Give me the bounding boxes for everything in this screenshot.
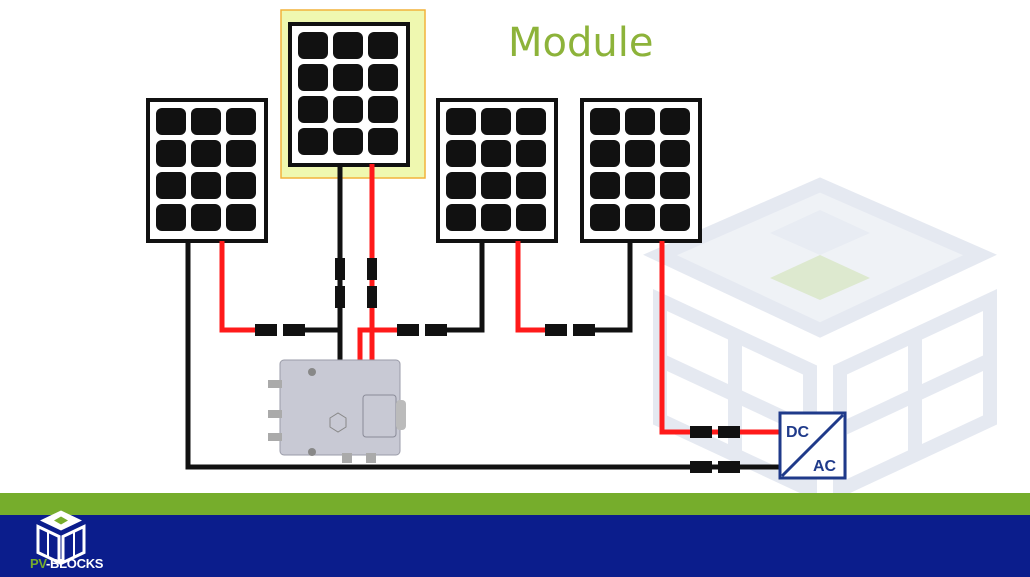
- wire-positive-panel1: [219, 241, 260, 333]
- solar-cell: [660, 172, 690, 199]
- solar-cell: [516, 204, 546, 231]
- pv-blocks-logo-text: PV-BLOCKS: [30, 556, 104, 571]
- solar-cell: [298, 128, 328, 155]
- solar-cell: [156, 204, 186, 231]
- solar-panel-4: [580, 98, 702, 243]
- mc4-connector: [335, 258, 345, 308]
- solar-cell: [156, 140, 186, 167]
- solar-cell: [368, 64, 398, 91]
- wire-negative-panel4: [595, 241, 633, 333]
- mc4-connector: [397, 324, 447, 336]
- solar-cell: [333, 64, 363, 91]
- solar-cell: [446, 172, 476, 199]
- solar-cell: [368, 96, 398, 123]
- watermark-green-tile: [770, 255, 870, 300]
- solar-cell: [590, 172, 620, 199]
- wire-positive-panel4: [659, 241, 780, 435]
- solar-cell: [481, 172, 511, 199]
- wire-link-panel3: [357, 327, 400, 365]
- wire-positive-panel3: [515, 241, 550, 333]
- solar-cell: [226, 140, 256, 167]
- solar-cell: [481, 204, 511, 231]
- solar-cell: [660, 108, 690, 135]
- solar-cell: [298, 32, 328, 59]
- solar-panel-3: [436, 98, 558, 243]
- solar-cell: [333, 128, 363, 155]
- solar-cell: [590, 204, 620, 231]
- solar-cell: [516, 140, 546, 167]
- solar-cell: [191, 108, 221, 135]
- watermark-tile: [770, 210, 870, 255]
- solar-cell: [516, 172, 546, 199]
- solar-cell: [333, 96, 363, 123]
- solar-panel-2: [288, 22, 410, 167]
- solar-cell: [625, 140, 655, 167]
- solar-cell: [298, 64, 328, 91]
- solar-cell: [226, 172, 256, 199]
- mc4-connector: [690, 461, 740, 473]
- solar-cell: [226, 204, 256, 231]
- wire-negative-panel1: [185, 241, 780, 470]
- mc4-connector: [690, 426, 740, 438]
- solar-cell: [660, 204, 690, 231]
- solar-cell: [368, 128, 398, 155]
- footer-green-band: [0, 493, 1030, 515]
- footer-blue-band: [0, 515, 1030, 577]
- solar-cell: [625, 108, 655, 135]
- inverter: DC AC: [778, 411, 847, 480]
- solar-cell: [446, 108, 476, 135]
- solar-cell: [446, 140, 476, 167]
- solar-cell: [481, 108, 511, 135]
- page-title: Module: [508, 20, 654, 66]
- solar-cell: [446, 204, 476, 231]
- wires: [185, 164, 780, 470]
- solar-cell: [156, 108, 186, 135]
- solar-cell: [298, 96, 328, 123]
- solar-cell: [590, 108, 620, 135]
- inverter-dc-label: DC: [786, 424, 810, 441]
- solar-cell: [191, 172, 221, 199]
- mc4-connector: [545, 324, 595, 336]
- pv-blocks-logo-icon: [36, 510, 86, 565]
- solar-cell: [516, 108, 546, 135]
- inverter-ac-label: AC: [813, 458, 837, 475]
- solar-cell: [660, 140, 690, 167]
- solar-cell: [333, 32, 363, 59]
- solar-cell: [368, 32, 398, 59]
- solar-cell: [156, 172, 186, 199]
- solar-cell: [191, 140, 221, 167]
- optimizer-device: [268, 359, 406, 463]
- solar-panel-1: [146, 98, 268, 243]
- mc4-connector: [255, 324, 305, 336]
- solar-cell: [590, 140, 620, 167]
- solar-cell: [226, 108, 256, 135]
- solar-cell: [625, 204, 655, 231]
- mc4-connector: [367, 258, 377, 308]
- solar-cell: [625, 172, 655, 199]
- wire-negative-panel3: [440, 241, 485, 333]
- solar-cell: [191, 204, 221, 231]
- solar-cell: [481, 140, 511, 167]
